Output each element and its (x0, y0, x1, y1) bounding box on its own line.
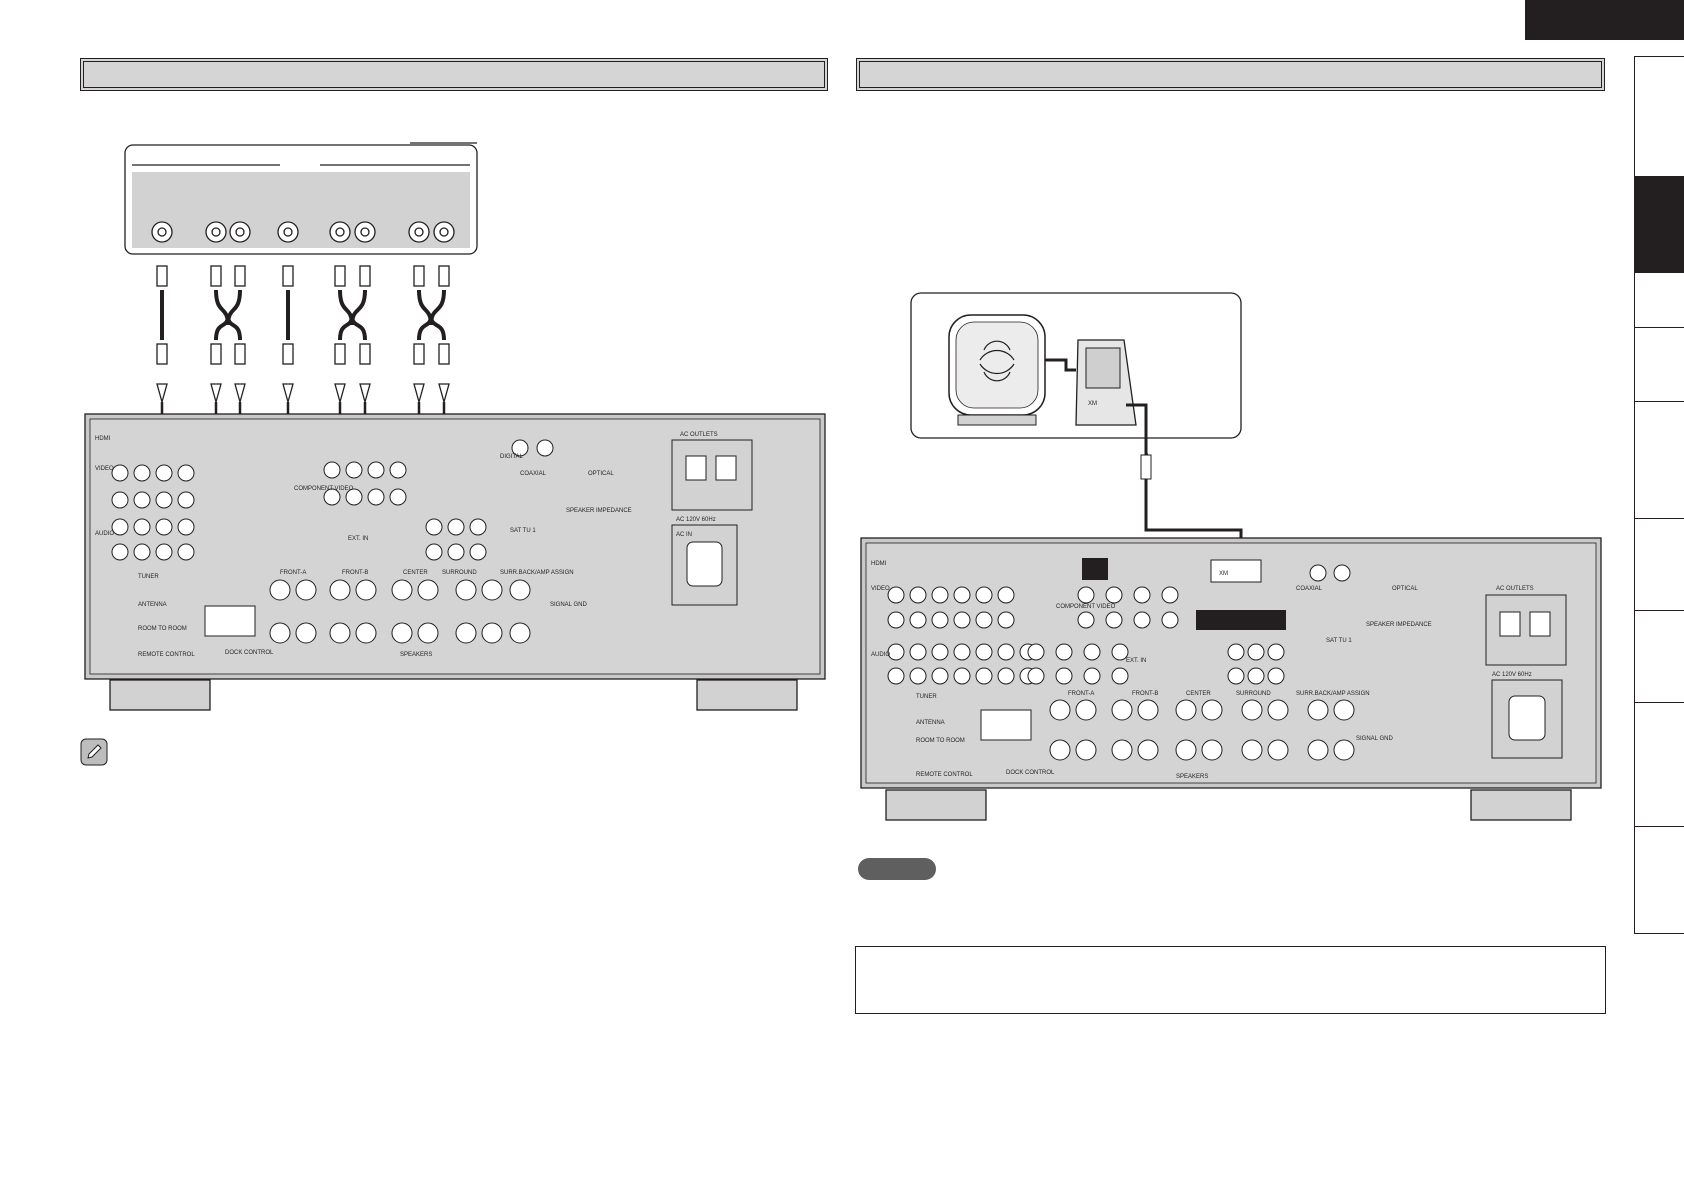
label-center: CENTER (403, 570, 428, 576)
source-device-panel (124, 142, 478, 255)
label-antenna: ANTENNA (138, 602, 167, 608)
r-label-signal-gnd: SIGNAL GND (1356, 736, 1393, 742)
r-label-front-a: FRONT-A (1068, 691, 1094, 697)
index-tab-9[interactable] (1635, 826, 1684, 934)
index-tab-8[interactable] (1635, 702, 1684, 826)
r-label-audio: AUDIO (871, 652, 890, 658)
page-corner-tab (1525, 0, 1684, 40)
right-connection-diagram: XM XM (860, 292, 1602, 821)
r-label-hdmi: HDMI (871, 561, 887, 567)
label-optical: OPTICAL (588, 471, 614, 477)
r-label-ext-in: EXT. IN (1126, 658, 1146, 664)
r-label-optical: OPTICAL (1392, 586, 1418, 592)
r-label-speakers: SPEAKERS (1176, 774, 1208, 780)
index-tab-3[interactable] (1635, 272, 1684, 327)
label-audio: AUDIO (95, 531, 114, 537)
label-video: VIDEO (95, 466, 114, 472)
r-label-surr-back: SURR.BACK/AMP ASSIGN (1296, 691, 1370, 697)
label-front-b: FRONT-B (342, 570, 368, 576)
r-label-center: CENTER (1186, 691, 1211, 697)
index-tab-5[interactable] (1635, 401, 1684, 518)
label-speaker-impedance: SPEAKER IMPEDANCE (566, 508, 632, 514)
label-digital: DIGITAL (500, 454, 524, 460)
label-dock-control: DOCK CONTROL (225, 650, 274, 656)
index-tab-2-active[interactable] (1635, 176, 1684, 272)
r-label-dock-control: DOCK CONTROL (1006, 770, 1055, 776)
r-label-surround: SURROUND (1236, 691, 1271, 697)
label-ac-rating: AC 120V 60Hz (676, 517, 716, 523)
label-component-video: COMPONENT VIDEO (294, 486, 354, 492)
index-tab-7[interactable] (1635, 610, 1684, 702)
r-label-front-b: FRONT-B (1132, 691, 1158, 697)
r-label-speaker-impedance: SPEAKER IMPEDANCE (1366, 622, 1432, 628)
receiver-xm-jack-label: XM (1219, 571, 1228, 577)
r-label-component-video: COMPONENT VIDEO (1056, 604, 1116, 610)
r-label-antenna: ANTENNA (916, 720, 945, 726)
label-sat-tu: SAT TU 1 (510, 528, 536, 534)
receiver-rear-panel-left: HDMI VIDEO AUDIO TUNER ANTENNA ROOM TO R… (84, 413, 826, 711)
xm-antenna-panel: XM (910, 292, 1243, 552)
label-ac-outlets: AC OUTLETS (680, 432, 718, 438)
left-section-header (80, 58, 828, 91)
label-coaxial: COAXIAL (520, 471, 547, 477)
label-surr-back: SURR.BACK/AMP ASSIGN (500, 570, 574, 576)
label-hdmi: HDMI (95, 436, 111, 442)
label-remote-control: REMOTE CONTROL (138, 652, 195, 658)
label-signal-gnd: SIGNAL GND (550, 602, 587, 608)
index-tab-6[interactable] (1635, 518, 1684, 610)
label-ac-in: AC IN (676, 532, 692, 538)
label-surround: SURROUND (442, 570, 477, 576)
index-tab-1[interactable] (1635, 56, 1684, 176)
label-tuner: TUNER (138, 574, 159, 580)
receiver-rear-panel-right: XM HDMI VIDEO AUDIO TUNER (860, 537, 1602, 821)
r-label-room-to-room: ROOM TO ROOM (916, 738, 965, 744)
note-label-pill (858, 858, 936, 880)
label-room-to-room: ROOM TO ROOM (138, 626, 187, 632)
r-label-remote-control: REMOTE CONTROL (916, 772, 973, 778)
label-front-a: FRONT-A (280, 570, 306, 576)
r-label-coaxial: COAXIAL (1296, 586, 1323, 592)
r-label-video: VIDEO (871, 586, 890, 592)
left-connection-diagram: HDMI VIDEO AUDIO TUNER ANTENNA ROOM TO R… (84, 142, 826, 711)
index-tab-4[interactable] (1635, 327, 1684, 401)
chapter-index-sidebar (1634, 56, 1684, 934)
r-label-sat-tu: SAT TU 1 (1326, 638, 1352, 644)
right-section-header (856, 58, 1605, 91)
r-label-ac-rating: AC 120V 60Hz (1492, 672, 1532, 678)
note-box (855, 946, 1606, 1014)
r-label-tuner: TUNER (916, 694, 937, 700)
pencil-memo-icon (80, 738, 108, 766)
label-speakers: SPEAKERS (400, 652, 432, 658)
xm-logo-text: XM (1088, 401, 1097, 407)
r-label-ac-outlets: AC OUTLETS (1496, 586, 1534, 592)
label-ext-in: EXT. IN (348, 536, 368, 542)
